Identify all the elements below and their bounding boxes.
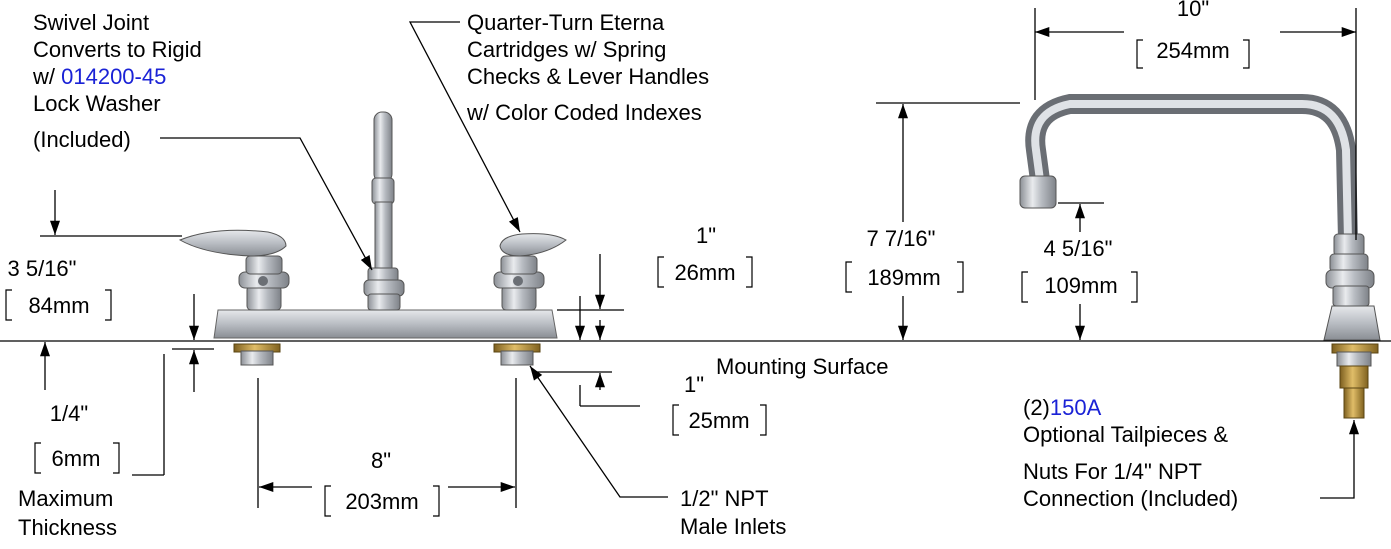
dim-spout-clearance-metric: 109mm bbox=[1044, 273, 1117, 298]
dim-handle-height-imperial: 3 5/16" bbox=[8, 256, 77, 281]
callout-thickness-line2: Thickness bbox=[18, 515, 117, 540]
dim-centers: 8" 203mm bbox=[324, 448, 440, 517]
dim-spout-reach: 10" 254mm bbox=[1136, 0, 1250, 69]
part-link-150A[interactable]: 150A bbox=[1050, 395, 1102, 420]
left-inlet bbox=[233, 343, 281, 366]
dim-spout-reach-imperial: 10" bbox=[1177, 0, 1209, 21]
dim-spout-reach-metric: 254mm bbox=[1156, 38, 1229, 63]
callout-thickness-line1: Maximum bbox=[18, 486, 113, 511]
spout-side-view bbox=[1019, 94, 1381, 419]
dimension-lines bbox=[39, 8, 1357, 508]
dim-inlet-length-metric: 25mm bbox=[688, 408, 749, 433]
mounting-surface-label: Mounting Surface bbox=[716, 354, 888, 379]
center-swivel-post bbox=[363, 111, 405, 311]
dim-centers-imperial: 8" bbox=[371, 448, 391, 473]
callout-tailpieces-line4: Connection (Included) bbox=[1023, 486, 1238, 511]
dim-body-height-imperial: 1" bbox=[696, 223, 716, 248]
leader-lines bbox=[160, 21, 1360, 499]
callout-tailpieces-line3: Nuts For 1/4" NPT bbox=[1023, 459, 1202, 484]
callout-tailpieces-line2: Optional Tailpieces & bbox=[1023, 422, 1228, 447]
left-handle bbox=[178, 229, 290, 311]
callout-swivel-prefix: w/ bbox=[32, 64, 61, 89]
dim-spout-height: 7 7/16" 189mm bbox=[845, 226, 964, 293]
callout-tailpieces-prefix: (2) bbox=[1023, 395, 1050, 420]
callout-cartridges-line1: Quarter-Turn Eterna bbox=[467, 10, 665, 35]
callout-inlets-line1: 1/2" NPT bbox=[680, 486, 769, 511]
right-inlet bbox=[493, 343, 541, 366]
dim-inlet-length-imperial: 1" bbox=[684, 372, 704, 397]
callout-cartridges-line3: Checks & Lever Handles bbox=[467, 64, 709, 89]
dim-spout-height-metric: 189mm bbox=[867, 265, 940, 290]
callout-tailpieces-line1: (2)150A bbox=[1023, 395, 1102, 420]
callout-swivel-line5: (Included) bbox=[33, 127, 131, 152]
callout-inlets: 1/2" NPT Male Inlets bbox=[680, 486, 786, 539]
part-link-014200-45[interactable]: 014200-45 bbox=[61, 64, 166, 89]
callout-swivel-line2: Converts to Rigid bbox=[33, 37, 202, 62]
callout-swivel: Swivel Joint Converts to Rigid w/ 014200… bbox=[32, 10, 202, 152]
dim-spout-clearance-imperial: 4 5/16" bbox=[1044, 236, 1113, 261]
dim-centers-metric: 203mm bbox=[345, 489, 418, 514]
callout-swivel-line1: Swivel Joint bbox=[33, 10, 149, 35]
callout-tailpieces: (2)150A Optional Tailpieces & Nuts For 1… bbox=[1023, 395, 1238, 511]
callout-cartridges: Quarter-Turn Eterna Cartridges w/ Spring… bbox=[466, 10, 709, 125]
deck-body bbox=[213, 309, 558, 339]
callout-cartridges-line4: w/ Color Coded Indexes bbox=[466, 100, 702, 125]
callout-swivel-line4: Lock Washer bbox=[33, 91, 161, 116]
dim-spout-clearance: 4 5/16" 109mm bbox=[1021, 236, 1138, 303]
callout-inlets-line2: Male Inlets bbox=[680, 514, 786, 539]
right-handle bbox=[493, 233, 567, 311]
dim-handle-height: 3 5/16" 84mm bbox=[5, 256, 112, 321]
dim-max-thickness-metric: 6mm bbox=[52, 446, 101, 471]
dim-body-height-metric: 26mm bbox=[674, 260, 735, 285]
callout-swivel-line3: w/ 014200-45 bbox=[32, 64, 166, 89]
callout-cartridges-line2: Cartridges w/ Spring bbox=[467, 37, 666, 62]
dim-inlet-length: 1" 25mm bbox=[672, 372, 767, 436]
dim-body-height: 1" 26mm bbox=[657, 223, 753, 288]
dim-max-thickness-imperial: 1/4" bbox=[50, 401, 88, 426]
dim-handle-height-metric: 84mm bbox=[28, 293, 89, 318]
dim-max-thickness: 1/4" 6mm bbox=[34, 401, 120, 474]
dim-spout-height-imperial: 7 7/16" bbox=[867, 226, 936, 251]
callout-thickness: Maximum Thickness bbox=[18, 486, 117, 540]
faucet-illustration bbox=[178, 94, 1381, 419]
